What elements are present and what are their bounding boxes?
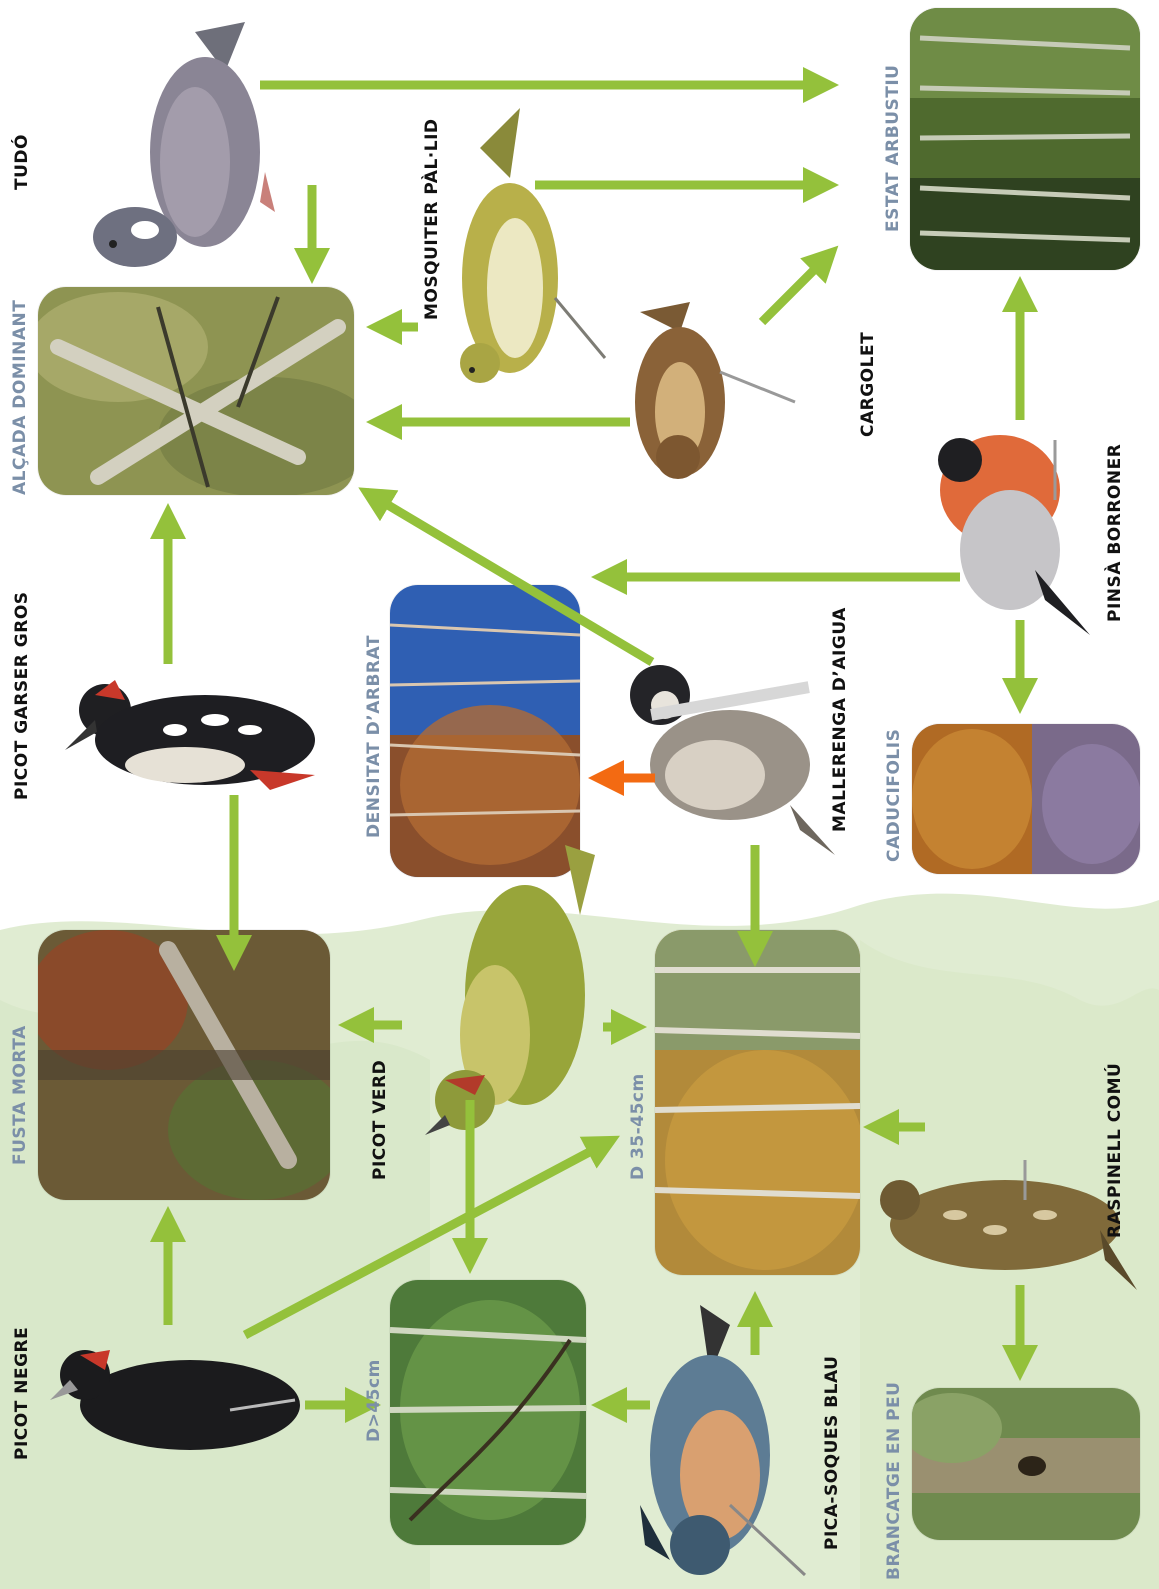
label-mallerenga: MALLERENGA D’AIGUA [830, 607, 850, 832]
photo-estat-arbustiu [910, 8, 1140, 270]
label-alcada-dominant: ALÇADA DOMINANT [10, 300, 30, 495]
label-caducifolis: CADUCIFOLIS [884, 729, 904, 862]
label-estat-arbustiu: ESTAT ARBUSTIU [883, 65, 903, 232]
label-picot-negre: PICOT NEGRE [12, 1327, 32, 1460]
bird-picot-garser-illustration [65, 660, 330, 835]
label-fusta-morta: FUSTA MORTA [10, 1025, 30, 1165]
label-pica-soques: PICA-SOQUES BLAU [822, 1356, 842, 1550]
label-cargolet: CARGOLET [858, 332, 878, 437]
photo-densitat-arbrat [390, 585, 580, 877]
bird-picot-verd-illustration [405, 845, 605, 1150]
bird-cargolet-illustration [620, 292, 800, 487]
photo-brancatge-en-peu [912, 1388, 1140, 1540]
bird-mallerenga-illustration [620, 655, 835, 865]
label-pinsa: PINSÀ BORRONER [1105, 444, 1125, 622]
label-densitat-arbrat: DENSITAT D’ARBRAT [364, 635, 384, 838]
bird-raspinell-illustration [875, 1160, 1140, 1295]
label-raspinell: RASPINELL COMÚ [1105, 1063, 1125, 1238]
photo-d-35-45 [655, 930, 860, 1275]
photo-caducifolis [912, 724, 1140, 874]
photo-fusta-morta [38, 930, 330, 1200]
label-tudo: TUDÓ [12, 134, 32, 190]
label-brancatge: BRANCATGE EN PEU [884, 1382, 904, 1580]
bird-pica-soques-illustration [600, 1305, 810, 1585]
bird-mosquiter-illustration [440, 108, 610, 388]
photo-d-45 [390, 1280, 586, 1545]
bird-tudo-illustration [75, 12, 285, 272]
label-d-35-45: D 35-45cm [628, 1073, 648, 1180]
label-mosquiter: MOSQUITER PÀL·LID [422, 118, 442, 320]
photo-alcada-dominant [38, 287, 354, 495]
bird-pinsa-illustration [925, 420, 1095, 640]
label-picot-verd: PICOT VERD [370, 1060, 390, 1180]
bird-picot-negre-illustration [40, 1340, 305, 1475]
label-d-45: D>45cm [364, 1359, 384, 1442]
label-picot-garser: PICOT GARSER GROS [12, 591, 32, 800]
